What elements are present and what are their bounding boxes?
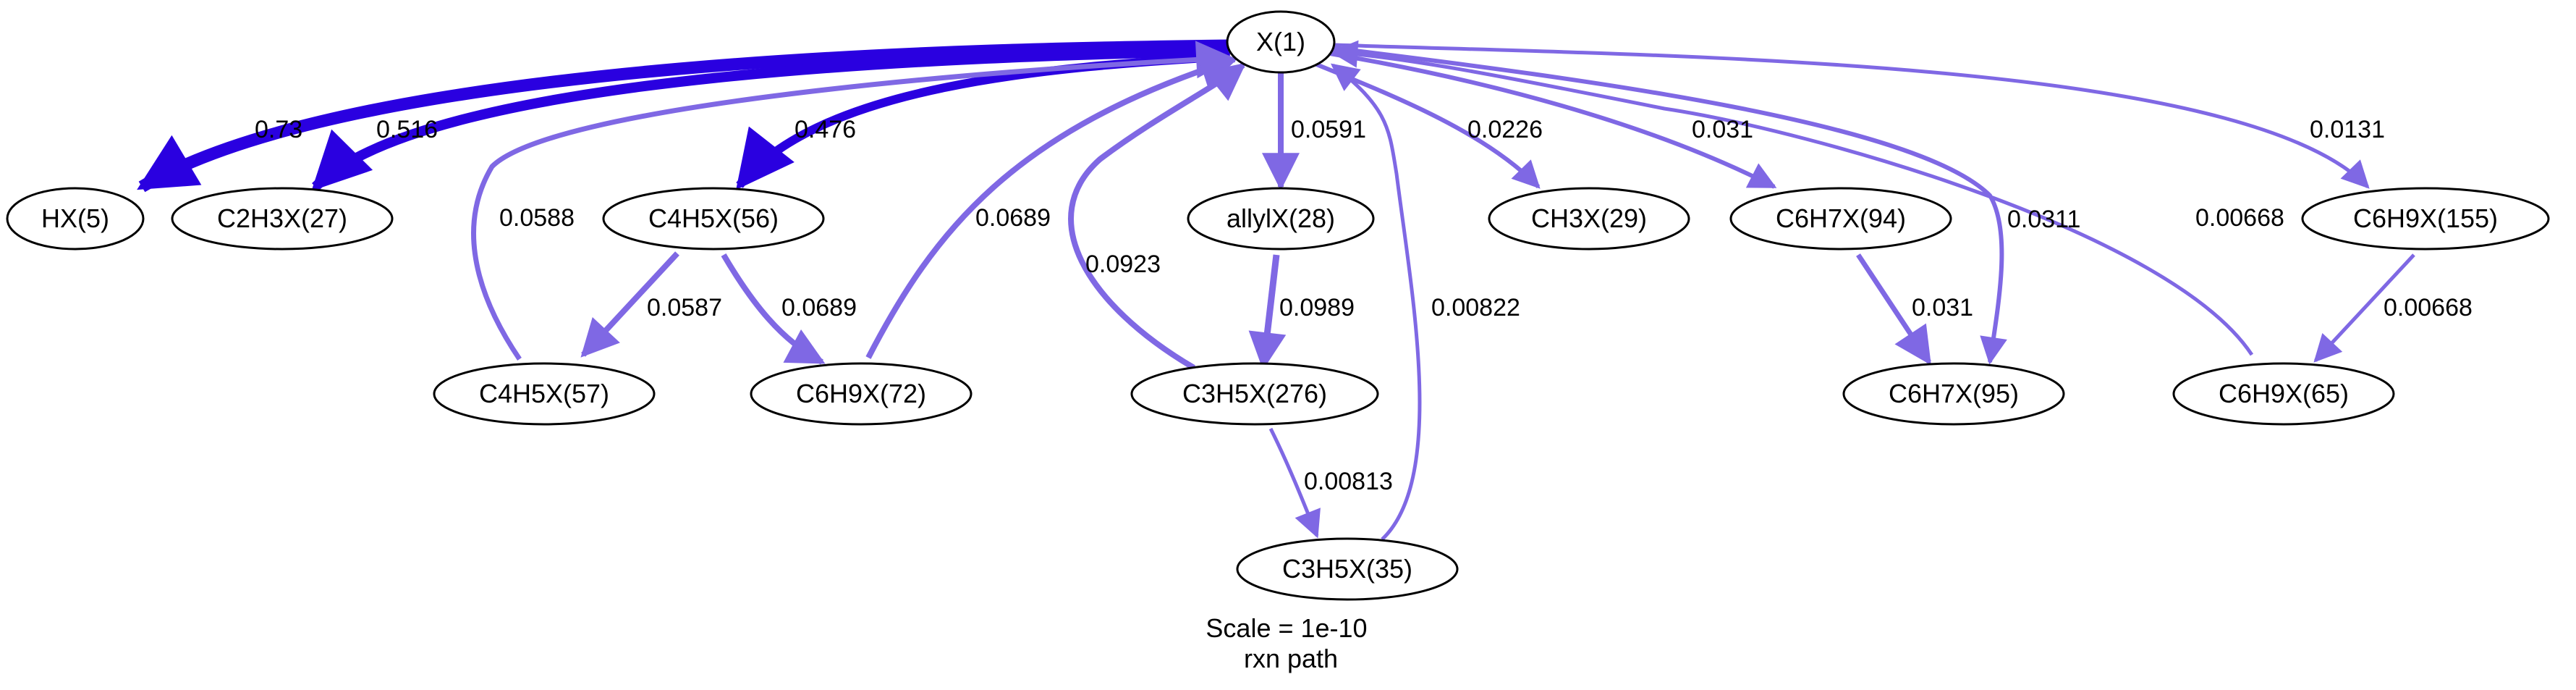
node-label: C6H9X(155) [2353,203,2498,233]
node-label: C4H5X(57) [479,379,609,408]
node-c2h3x27[interactable]: C2H3X(27) [171,187,394,251]
edge-c4h5x56-c6h9x72 [721,253,826,365]
node-c6h7x95[interactable]: C6H7X(95) [1842,362,2065,426]
edge-c3h5x276-x1 [1068,62,1247,371]
node-label: CH3X(29) [1531,203,1647,233]
edge-label-x1-c2h3x27: 0.516 [376,116,438,143]
edge-label-c6h9x65-x1: 0.00668 [2195,204,2284,232]
node-ch3x29[interactable]: CH3X(29) [1488,187,1690,251]
edge-c6h7x94-c6h7x95 [1856,253,1931,366]
edge-label-c4h5x56-c6h9x72: 0.0689 [781,294,857,321]
node-label: HX(5) [41,203,109,233]
edge-label-c4h5x56-c4h5x57: 0.0587 [647,294,722,321]
edge-label-c3h5x35-x1: 0.00822 [1431,294,1520,321]
edge-x1-c6h7x94 [1329,51,1777,189]
node-label: C6H7X(95) [1889,379,2019,408]
node-c3h5x35[interactable]: C3H5X(35) [1236,537,1459,601]
node-label: C3H5X(276) [1182,379,1327,408]
node-label: C3H5X(35) [1282,554,1412,584]
edge-label-allylx28-c3h5x276: 0.0989 [1279,294,1355,321]
node-label: allylX(28) [1226,203,1335,233]
edge-label-c4h5x57-x1: 0.0588 [499,204,575,232]
edge-label-c6h9x72-x1: 0.0689 [975,204,1051,232]
edges-layer [137,39,2415,541]
edge-c4h5x57-x1 [471,41,1234,361]
node-c6h9x72[interactable]: C6H9X(72) [750,362,973,426]
node-label: C6H7X(94) [1776,203,1906,233]
edge-c3h5x35-x1 [1330,63,1422,541]
edge-label-x1-c4h5x56: 0.476 [795,116,856,143]
edge-label-x1-hx5: 0.73 [255,116,302,143]
edge-x1-c2h3x27 [311,46,1229,191]
edge-allylx28-c3h5x276 [1248,254,1287,371]
edge-label-x1-c6h7x95: 0.0311 [2007,206,2080,233]
diagram-title: rxn path [1244,644,1338,673]
edge-c4h5x56-c4h5x57 [580,251,679,358]
edge-label-c3h5x276-c3h5x35: 0.00813 [1304,468,1393,495]
edge-label-x1-ch3x29: 0.0226 [1467,116,1543,143]
node-c4h5x57[interactable]: C4H5X(57) [433,362,656,426]
edge-c3h5x276-c3h5x35 [1268,427,1321,539]
edge-label-x1-c6h7x94: 0.031 [1692,116,1753,143]
node-label: X(1) [1256,27,1305,56]
scale-label: Scale = 1e-10 [1206,613,1367,643]
node-allylx28[interactable]: allylX(28) [1187,187,1375,251]
edge-label-c3h5x276-x1: 0.0923 [1085,251,1161,278]
nodes-layer: X(1) HX(5) C2H3X(27) C4H5X(56) allylX(28… [6,10,2550,601]
node-label: C4H5X(56) [648,203,779,233]
node-label: C6H9X(65) [2219,379,2349,408]
node-label: C6H9X(72) [796,379,926,408]
edge-c6h9x65-x1 [1330,40,2254,356]
edge-x1-c6h9x155 [1334,43,2370,189]
node-c4h5x56[interactable]: C4H5X(56) [602,187,825,251]
edge-x1-hx5 [137,39,1229,193]
edge-labels-layer: 0.73 0.516 0.476 0.0591 0.0226 0.031 0.0… [255,116,2473,495]
edge-label-c6h9x155-c6h9x65: 0.00668 [2384,294,2473,321]
node-c6h9x65[interactable]: C6H9X(65) [2172,362,2395,426]
edge-label-c6h7x94-c6h7x95: 0.031 [1912,294,1973,321]
node-x1[interactable]: X(1) [1226,10,1336,74]
node-c6h7x94[interactable]: C6H7X(94) [1729,187,1952,251]
edge-c6h9x155-c6h9x65 [2313,253,2415,363]
node-c3h5x276[interactable]: C3H5X(276) [1130,362,1379,426]
edge-label-x1-c6h9x155: 0.0131 [2310,116,2385,143]
edge-x1-c6h7x95 [1331,46,2007,365]
caption: Scale = 1e-10 rxn path [1206,613,1367,673]
edge-label-x1-allylx28: 0.0591 [1291,116,1366,143]
node-label: C2H3X(27) [217,203,347,233]
edge-c6h9x72-x1 [865,51,1238,359]
node-hx5[interactable]: HX(5) [6,187,145,251]
node-c6h9x155[interactable]: C6H9X(155) [2301,187,2550,251]
